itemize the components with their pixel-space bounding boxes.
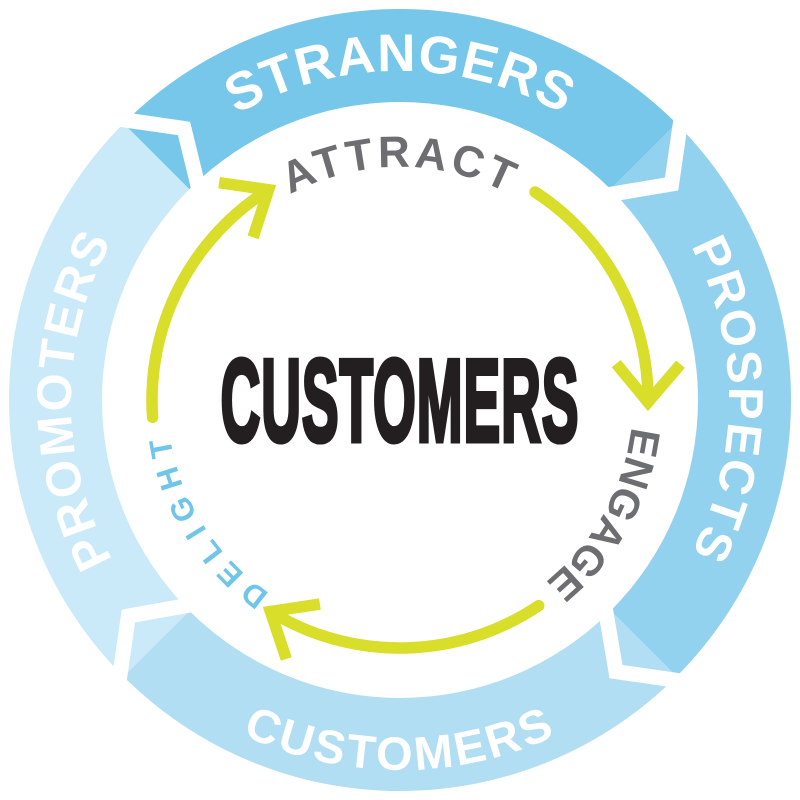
outer-ring: STRANGERS PROSPECTS CUSTOMERS PROMOTERS	[8, 8, 792, 792]
center-label: CUSTOMERS	[221, 336, 580, 467]
segment-divider-chevron-bottom-left	[110, 596, 198, 688]
stage-label-attract: ATTRACT	[274, 128, 527, 204]
segment-divider-chevron-bottom-right	[596, 599, 688, 690]
segment-divider-chevron-top-left	[112, 110, 208, 198]
cycle-arrowhead-delight-to-attract	[218, 177, 277, 240]
cycle-arrowhead-engage-to-delight	[262, 598, 321, 661]
cycle-arrowhead-attract-to-engage	[611, 359, 685, 412]
stage-label-attract-text: ATTRACT	[274, 128, 523, 204]
cycle-arrow-engage-to-delight	[264, 599, 545, 654]
segment-divider-chevron-top-right	[599, 112, 690, 204]
cycle-arrows	[146, 177, 685, 661]
cycle-arrow-delight-to-attract	[146, 183, 275, 424]
ring-segment-customers	[123, 610, 677, 792]
ring-segment-strangers	[123, 8, 677, 190]
ring-segment-promoters	[8, 123, 190, 677]
ring-segment-prospects	[610, 123, 792, 677]
cycle-arrow-attract-to-engage	[529, 186, 654, 408]
